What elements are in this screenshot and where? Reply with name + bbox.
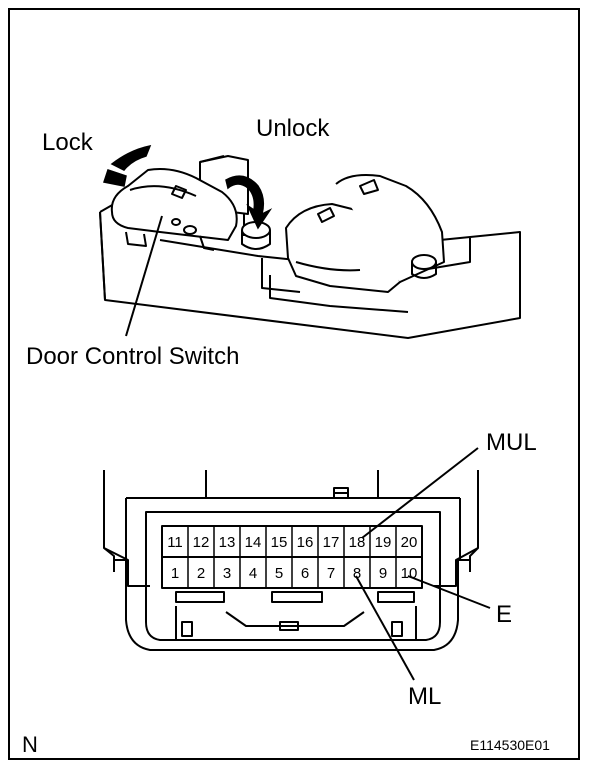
pin-number-14: 14 bbox=[245, 534, 262, 551]
switch-assembly-illustration bbox=[99, 155, 521, 339]
ml-leader bbox=[355, 575, 415, 681]
pin-number-8: 8 bbox=[353, 565, 361, 582]
unlock-label: Unlock bbox=[256, 115, 330, 142]
connector-cell-dividers bbox=[187, 526, 397, 588]
pin-number-1: 1 bbox=[171, 565, 179, 582]
pin-number-16: 16 bbox=[297, 534, 314, 551]
pin-number-6: 6 bbox=[301, 565, 309, 582]
figure-code: E114530E01 bbox=[470, 737, 550, 753]
pin-number-13: 13 bbox=[219, 534, 236, 551]
pin-number-18: 18 bbox=[349, 534, 366, 551]
pin-number-19: 19 bbox=[375, 534, 392, 551]
mul-label: MUL bbox=[486, 429, 537, 456]
connector-illustration bbox=[103, 470, 479, 651]
e-leader bbox=[407, 575, 491, 609]
n-label: N bbox=[22, 732, 38, 757]
door-control-switch-label: Door Control Switch bbox=[26, 343, 239, 370]
diagram-frame bbox=[8, 8, 580, 760]
door-control-switch-leader bbox=[125, 215, 163, 337]
pin-number-3: 3 bbox=[223, 565, 231, 582]
pin-number-17: 17 bbox=[323, 534, 340, 551]
pin-number-11: 11 bbox=[167, 534, 183, 551]
mul-leader bbox=[361, 447, 479, 539]
unlock-arrow-icon bbox=[225, 175, 273, 230]
e-label: E bbox=[496, 601, 512, 628]
pin-number-4: 4 bbox=[249, 565, 257, 582]
pin-number-9: 9 bbox=[379, 565, 387, 582]
lock-arrow-icon bbox=[103, 144, 152, 187]
lock-label: Lock bbox=[42, 129, 94, 156]
pin-number-7: 7 bbox=[327, 565, 335, 582]
ml-label: ML bbox=[408, 683, 441, 710]
pin-number-15: 15 bbox=[271, 534, 288, 551]
pin-number-2: 2 bbox=[197, 565, 205, 582]
pin-number-12: 12 bbox=[193, 534, 210, 551]
pin-number-20: 20 bbox=[401, 534, 418, 551]
pin-number-5: 5 bbox=[275, 565, 283, 582]
